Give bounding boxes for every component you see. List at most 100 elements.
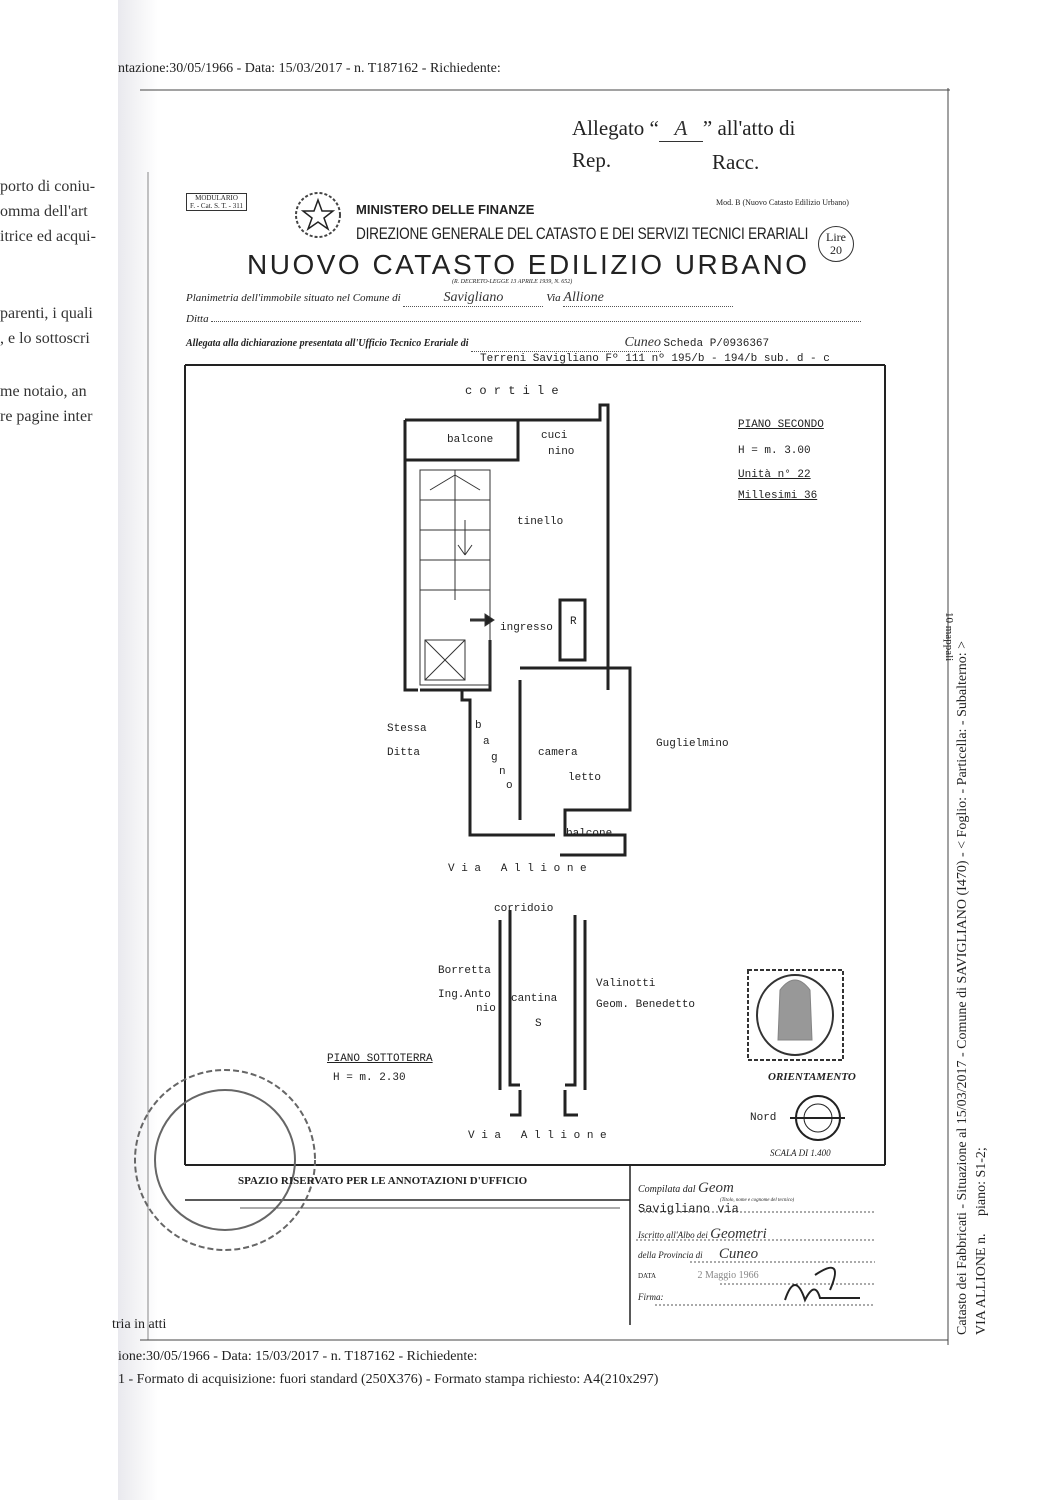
allegato-prefix: Allegato “ <box>572 116 659 140</box>
side-note: 10 mappali <box>943 612 955 662</box>
label-unita: Unità n° 22 <box>738 469 811 481</box>
room-r: R <box>570 616 577 628</box>
firma-label: Firma: <box>638 1292 664 1302</box>
iscritto-label: Iscritto all'Albo dei <box>638 1230 708 1240</box>
neighbor-valinotti-2: Geom. Benedetto <box>596 999 696 1011</box>
side-catasto-line: Catasto dei Fabbricati - Situazione al 1… <box>955 640 970 1335</box>
room-bagno-n: n <box>499 766 506 778</box>
room-bagno-b: b <box>475 720 482 732</box>
room-ingresso: ingresso <box>500 622 553 634</box>
stamp-value: 20 <box>830 243 842 257</box>
compilata-hint: (Titolo, nome e cognome del tecnico) <box>720 1198 795 1203</box>
notary-seal-icon <box>134 1069 316 1251</box>
italian-emblem-icon <box>295 192 341 238</box>
ditta-label: Ditta <box>186 313 209 325</box>
side-address-line: VIA ALLIONE n. piano: S1-2; <box>974 1147 989 1335</box>
room-cantina-s: S <box>535 1018 542 1030</box>
label-height-secondo: H = m. 3.00 <box>738 445 811 457</box>
north-arrow-icon <box>790 1095 845 1141</box>
provincia-label: della Provincia di <box>638 1250 703 1260</box>
data-row: DATA 2 Maggio 1966 <box>638 1270 759 1281</box>
stamp-duty-circle: Lire 20 <box>818 226 854 262</box>
neighbor-borretta-2: Ing.Anto <box>438 989 491 1001</box>
room-tinello: tinello <box>517 516 564 528</box>
neighbor-valinotti: Valinotti <box>596 978 656 990</box>
planimetria-label: Planimetria dell'immobile situato nel Co… <box>186 292 401 304</box>
allegato-suffix: ” all'atto di <box>702 116 796 140</box>
mod-b: Mod. B (Nuovo Catasto Edilizio Urbano) <box>716 198 849 207</box>
provincia-row: della Provincia di Cuneo <box>638 1246 758 1263</box>
label-piano-secondo: PIANO SECONDO <box>738 419 824 431</box>
terreni-ref: Terreni Savigliano Fº 111 nº 195/b - 194… <box>480 353 830 365</box>
compilata-value: Geom <box>698 1180 734 1196</box>
stamp-lire: Lire <box>826 230 846 244</box>
ditta-row: Ditta <box>186 313 862 325</box>
decree-ref: (R. DECRETO-LEGGE 13 APRILE 1939, N. 652… <box>452 279 573 285</box>
planimetria-row: Planimetria dell'immobile situato nel Co… <box>186 290 876 307</box>
modulario-label: MODULARIO <box>195 194 238 202</box>
neighbor-ditta: Ditta <box>387 747 421 759</box>
footer-line-0: tria in atti <box>112 1317 167 1332</box>
via-label: Via <box>546 292 561 304</box>
modulario-code: F. - Cat. S. T. - 311 <box>190 202 243 210</box>
footer-line-2: 1 - Formato di acquisizione: fuori stand… <box>118 1372 659 1387</box>
room-letto: letto <box>568 772 602 784</box>
signature-icon <box>784 1266 860 1303</box>
left-page-text: itrice ed acqui- <box>0 228 96 245</box>
label-piano-sottoterra: PIANO SOTTOTERRA <box>327 1053 433 1065</box>
footer-line-1: ione:30/05/1966 - Data: 15/03/2017 - n. … <box>118 1349 478 1364</box>
neighbor-stessa: Stessa <box>387 723 427 735</box>
label-cortile: c o r t i l e <box>465 384 559 398</box>
street-via-allione-1: V i a A l l i o n e <box>448 863 587 875</box>
scanned-sheet <box>118 0 1047 1500</box>
compilatore-address: Savigliano via <box>638 1202 739 1216</box>
left-page-text: me notaio, an <box>0 383 87 400</box>
directorate-title: DIREZIONE GENERALE DEL CATASTO E DEI SER… <box>356 224 809 243</box>
via-value: Allione <box>563 290 734 307</box>
room-cucinino: cuci <box>541 430 568 442</box>
compilata-row: Compilata dal Geom <box>638 1180 734 1197</box>
room-bagno-g: g <box>491 752 498 764</box>
label-corridoio: corridoio <box>494 903 554 915</box>
rep-label: Rep. <box>572 148 612 172</box>
racc-label: Racc. <box>712 150 760 174</box>
provincia-value: Cuneo <box>718 1246 759 1262</box>
comune-value: Savigliano <box>403 290 544 307</box>
left-page-text: omma dell'art <box>0 203 88 220</box>
room-bagno-o: o <box>506 780 513 792</box>
office-annotations-heading: SPAZIO RISERVATO PER LE ANNOTAZIONI D'UF… <box>238 1175 528 1187</box>
neighbor-borretta-3: nio <box>476 1003 496 1015</box>
label-scala: SCALA DI 1.400 <box>770 1148 831 1158</box>
iscritto-row: Iscritto all'Albo dei Geometri <box>638 1226 767 1243</box>
room-cantina: cantina <box>511 993 558 1005</box>
iscritto-value: Geometri <box>710 1226 767 1242</box>
room-camera: camera <box>538 747 578 759</box>
header-line: ntazione:30/05/1966 - Data: 15/03/2017 -… <box>118 61 501 76</box>
label-orientamento: ORIENTAMENTO <box>768 1071 856 1083</box>
official-stamp-icon <box>747 969 844 1061</box>
neighbor-borretta: Borretta <box>438 965 491 977</box>
room-cucinino-2: nino <box>548 446 575 458</box>
label-millesimi: Millesimi 36 <box>738 490 818 502</box>
modulario-box: MODULARIO F. - Cat. S. T. - 311 <box>186 193 247 211</box>
room-bagno-a: a <box>483 736 490 748</box>
street-via-allione-2: V i a A l l i o n e <box>468 1130 607 1142</box>
room-balcone-top: balcone <box>447 434 494 446</box>
left-page-text: , e lo sottoscri <box>0 330 90 347</box>
allegata-label: Allegata alla dichiarazione presentata a… <box>186 338 469 349</box>
label-nord: Nord <box>750 1112 777 1124</box>
ministry-title: MINISTERO DELLE FINANZE <box>356 202 535 217</box>
ufficio-value: Cuneo <box>471 335 661 352</box>
data-label: DATA <box>638 1272 656 1280</box>
left-page-text: re pagine inter <box>0 408 93 425</box>
left-page-text: porto di coniu- <box>0 178 96 195</box>
data-value: 2 Maggio 1966 <box>697 1270 759 1281</box>
allegato-letter: A <box>658 116 703 142</box>
catasto-title: NUOVO CATASTO EDILIZIO URBANO <box>247 249 810 280</box>
allegata-row: Allegata alla dichiarazione presentata a… <box>186 335 769 352</box>
label-height-sottoterra: H = m. 2.30 <box>333 1072 406 1084</box>
left-page-text: parenti, i quali <box>0 305 93 322</box>
